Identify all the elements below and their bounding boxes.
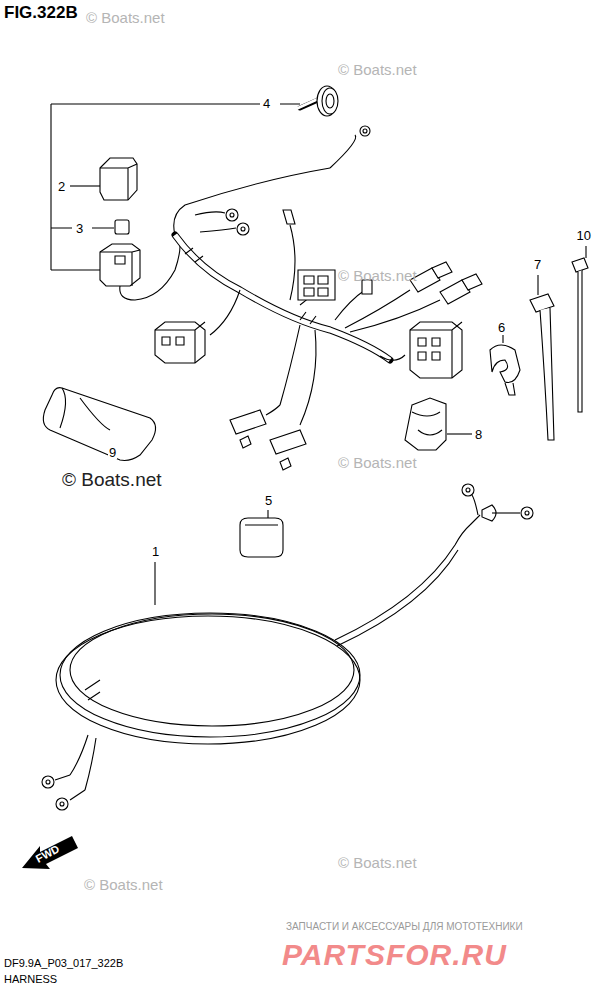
- callout-number: 9: [108, 446, 117, 459]
- watermark: © Boats.net: [338, 855, 417, 870]
- watermark: © Boats.net: [338, 62, 417, 77]
- callout-number: 8: [474, 428, 483, 441]
- shop-logo: PARTSFOR.RU: [282, 940, 507, 970]
- callout-number: 4: [262, 97, 271, 110]
- callout-number: 5: [264, 494, 273, 507]
- watermark: © Boats.net: [338, 268, 417, 283]
- shop-banner: ЗАПЧАСТИ И АКСЕССУАРЫ ДЛЯ МОТОТЕХНИКИ: [286, 922, 523, 932]
- watermark: © Boats.net: [338, 455, 417, 470]
- callout-number: 2: [57, 180, 66, 193]
- callout-number: 10: [576, 229, 592, 242]
- watermark: © Boats.net: [86, 10, 165, 25]
- watermark: © Boats.net: [62, 470, 162, 489]
- drawing-code: DF9.9A_P03_017_322B: [4, 958, 123, 969]
- figure-title: FIG.322B: [4, 4, 78, 21]
- watermark: © Boats.net: [84, 877, 163, 892]
- callout-number: 1: [151, 545, 160, 558]
- part-group-name: HARNESS: [4, 974, 57, 985]
- callout-number: 6: [497, 321, 506, 334]
- callout-number: 7: [533, 258, 542, 271]
- callout-number: 3: [75, 222, 84, 235]
